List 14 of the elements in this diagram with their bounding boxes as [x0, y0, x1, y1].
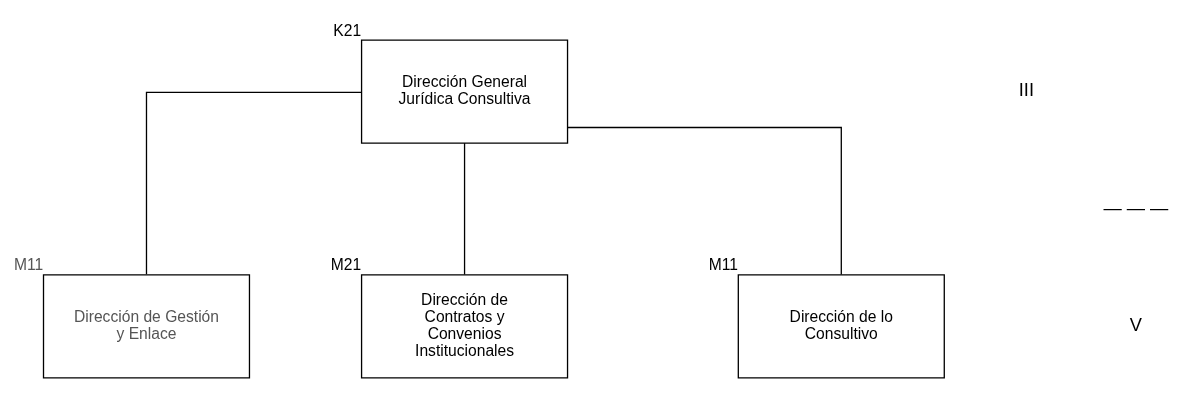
- node-label: K21: [333, 21, 362, 39]
- connector: [145, 91, 362, 275]
- node-box: Dirección de lo Consultivo: [737, 273, 945, 378]
- connector: [463, 142, 466, 275]
- label: III: [1018, 78, 1035, 100]
- label: — — —: [1103, 196, 1169, 218]
- node-box: Dirección General Jurídica Consultiva: [360, 39, 569, 144]
- node-box: Dirección de Contratos y Convenios Institucionales: [360, 273, 569, 378]
- node-label: M21: [330, 255, 362, 273]
- label: V: [1129, 313, 1142, 335]
- node-box: Dirección de Gestión y Enlace: [42, 273, 251, 378]
- node-label: M11: [13, 255, 44, 273]
- node-label: M11: [708, 255, 738, 273]
- connector: [567, 126, 842, 275]
